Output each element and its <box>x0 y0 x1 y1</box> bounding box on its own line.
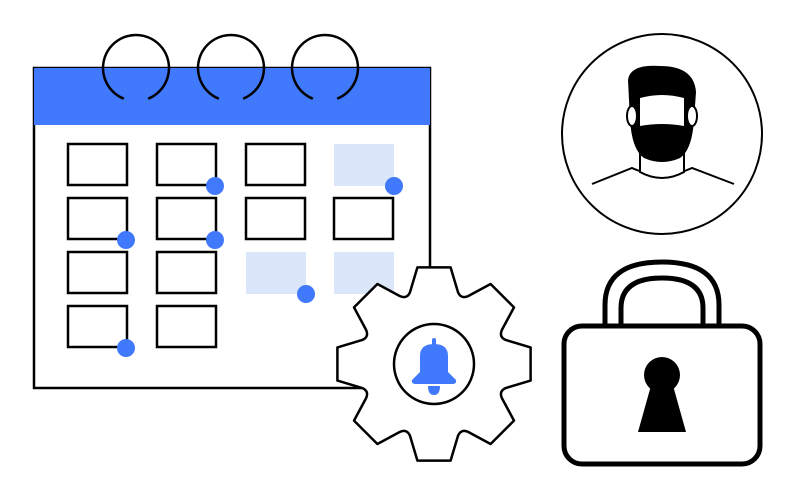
calendar-ring <box>196 33 266 100</box>
event-dot <box>117 231 135 249</box>
calendar-day <box>155 142 218 187</box>
calendar-day <box>66 250 129 295</box>
user-avatar-icon <box>561 33 763 235</box>
bell-icon <box>411 338 457 395</box>
event-dot <box>206 177 224 195</box>
calendar-day <box>155 196 218 241</box>
calendar-ring <box>290 33 360 100</box>
event-dot <box>206 231 224 249</box>
calendar-day <box>66 196 129 241</box>
calendar-day <box>244 196 307 241</box>
calendar-day <box>155 304 218 349</box>
calendar-day <box>155 250 218 295</box>
event-dot <box>297 285 315 303</box>
calendar-icon <box>32 33 432 390</box>
event-dot <box>117 339 135 357</box>
event-dot <box>385 177 403 195</box>
calendar-day <box>66 304 129 349</box>
padlock-icon <box>561 259 763 467</box>
calendar-day-highlighted <box>334 144 394 186</box>
calendar-header <box>34 68 430 125</box>
gear-icon <box>336 266 532 462</box>
calendar-ring <box>101 33 171 100</box>
calendar-day <box>244 142 307 187</box>
calendar-day <box>332 196 395 241</box>
calendar-day-highlighted <box>246 252 306 294</box>
calendar-day <box>66 142 129 187</box>
